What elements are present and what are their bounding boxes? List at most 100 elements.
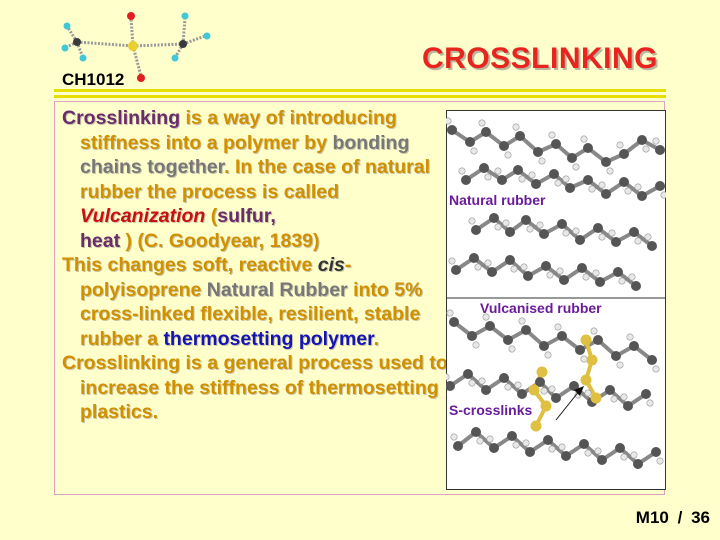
- hydrogen-atom: [616, 141, 624, 149]
- carbon-atom: [619, 177, 629, 187]
- hydrogen-atom: [536, 221, 544, 229]
- carbon-atom: [481, 127, 491, 137]
- hydrogen-atom: [580, 355, 588, 363]
- p2-thermosetting: thermosetting polymer: [163, 327, 374, 350]
- hydrogen-atom: [446, 117, 452, 125]
- p1-sulfur: sulfur,: [217, 205, 276, 227]
- p1-text-c: . In the case of natural rubber the proc…: [80, 156, 431, 203]
- hydrogen-atom: [624, 187, 632, 195]
- hydrogen-atom: [518, 317, 526, 325]
- sulfur-atom: [528, 384, 540, 396]
- carbon-atom: [453, 441, 463, 451]
- carbon-atom: [633, 459, 643, 469]
- carbon-atom: [451, 265, 461, 275]
- hydrogen-atom: [554, 323, 562, 331]
- sulfur-atom: [580, 374, 592, 386]
- hydrogen-atom: [620, 453, 628, 461]
- carbon-atom: [463, 369, 473, 379]
- carbon-atom: [515, 131, 525, 141]
- hydrogen-atom: [544, 351, 552, 359]
- carbon-atom: [535, 377, 545, 387]
- hydrogen-atom: [590, 327, 598, 335]
- p2-text-c: .: [373, 327, 380, 350]
- paragraph-1: Crosslinking is a way of introducing sti…: [62, 106, 452, 253]
- hydrogen-atom: [588, 185, 596, 193]
- hydrogen-atom: [634, 183, 642, 191]
- carbon-atom: [471, 225, 481, 235]
- carbon-atom: [557, 219, 567, 229]
- carbon-atom: [601, 189, 611, 199]
- hydrogen-atom: [592, 269, 600, 277]
- hydrogen-atom: [572, 163, 580, 171]
- carbon-atom: [525, 447, 535, 457]
- course-code: CH1012: [62, 70, 125, 89]
- sulfur-atom: [586, 354, 598, 366]
- hydrogen-atom: [594, 447, 602, 455]
- molecule-logo-icon: [61, 12, 211, 82]
- carbon-atom: [613, 267, 623, 277]
- hydrogen-atom: [652, 365, 660, 373]
- page-number: 36: [691, 508, 710, 527]
- hydrogen-atom: [478, 119, 486, 127]
- vulcanised-rubber-label: Vulcanised rubber: [480, 300, 602, 316]
- carbon-atom: [593, 223, 603, 233]
- hydrogen-atom: [642, 145, 650, 153]
- carbon-atom: [523, 271, 533, 281]
- hydrogen-atom: [472, 341, 480, 349]
- hydrogen-atom: [518, 175, 526, 183]
- hydrogen-atom: [548, 131, 556, 139]
- carbon-atom: [489, 213, 499, 223]
- carbon-atom: [655, 181, 665, 191]
- carbon-atom: [647, 355, 657, 365]
- carbon-atom: [465, 137, 475, 147]
- carbon-atom: [595, 277, 605, 287]
- hydrogen-atom: [610, 395, 618, 403]
- hydrogen-atom: [482, 313, 490, 321]
- carbon-atom: [467, 331, 477, 341]
- carbon-atom: [517, 389, 527, 399]
- hydrogen-atom: [606, 167, 614, 175]
- carbon-atom: [565, 183, 575, 193]
- carbon-atom: [531, 179, 541, 189]
- hydrogen-atom: [468, 379, 476, 387]
- carbon-atom: [593, 335, 603, 345]
- carbon-atom: [615, 443, 625, 453]
- carbon-atom: [629, 341, 639, 351]
- hydrogen-atom: [598, 181, 606, 189]
- carbon-atom: [577, 263, 587, 273]
- p1-heat: heat: [80, 229, 121, 252]
- carbon-atom: [605, 385, 615, 395]
- hydrogen-atom: [616, 361, 624, 369]
- carbon-atom: [637, 135, 647, 145]
- p1-bonding-chains: bonding chains together: [80, 131, 410, 179]
- carbon-atom: [579, 439, 589, 449]
- carbon-atom: [601, 157, 611, 167]
- hydrogen-atom: [554, 179, 562, 187]
- hydrogen-atom: [504, 151, 512, 159]
- carbon-atom: [513, 165, 523, 175]
- hydrogen-atom: [656, 457, 664, 465]
- carbon-atom: [561, 451, 571, 461]
- carbon-atom: [567, 153, 577, 163]
- p2-polyisoprene: -polyisoprene: [80, 254, 352, 301]
- carbon-atom: [641, 389, 651, 399]
- hydrogen-atom: [474, 263, 482, 271]
- hydrogen-atom: [620, 393, 628, 401]
- carbon-atom: [479, 163, 489, 173]
- carbon-atom: [631, 281, 641, 291]
- carbon-atom: [551, 393, 561, 403]
- carbon-atom: [559, 275, 569, 285]
- hydrogen-atom: [562, 175, 570, 183]
- p2-text-b: into 5% cross-linked flexible, resilient…: [80, 278, 423, 350]
- sulfur-atom: [590, 392, 602, 404]
- carbon-atom: [651, 447, 661, 457]
- sulfur-atom: [536, 366, 548, 378]
- carbon-atom: [611, 351, 621, 361]
- hydrogen-atom: [514, 381, 522, 389]
- hydrogen-atom: [558, 443, 566, 451]
- hydrogen-atom: [470, 147, 478, 155]
- hydrogen-atom: [580, 135, 588, 143]
- p1-text-e: ) (C. Goodyear, 1839): [120, 229, 320, 252]
- hydrogen-atom: [494, 223, 502, 231]
- hydrogen-atom: [548, 385, 556, 393]
